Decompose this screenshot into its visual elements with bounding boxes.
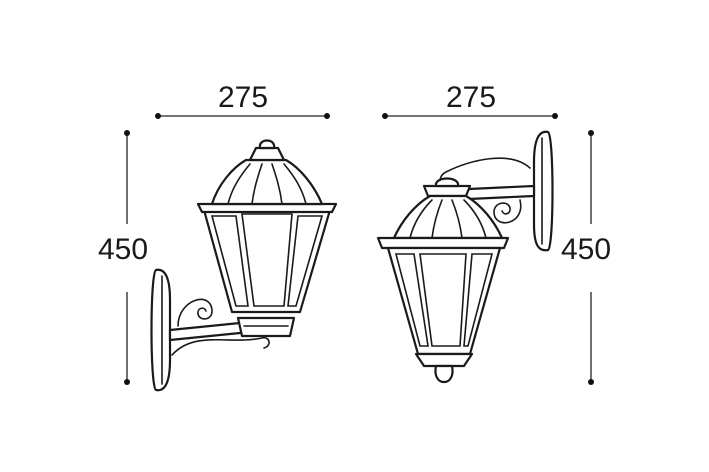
lantern-rim [196,202,338,214]
arm-curl-lower [171,336,270,356]
roof-rib [431,199,443,239]
roof-rib [451,199,463,239]
glass-panel [241,213,293,307]
hanger-collar [422,184,472,198]
roof-rib [463,199,487,239]
height-dimension-end [124,130,130,136]
roof-rib [409,199,433,239]
glass-panel [287,215,324,307]
glass-panel [394,253,429,347]
arm-scroll [177,298,213,327]
lantern-rim [376,236,510,250]
lantern-roof [210,158,324,206]
glass-panel [463,253,494,347]
downlight-lantern [376,130,554,384]
width-dimension-end [324,113,330,119]
width-dimension-end [155,113,161,119]
wall-plate [532,130,554,252]
wall-plate [150,268,172,392]
lantern-roof [392,194,504,240]
uplight-height-label: 450 [98,233,148,266]
width-dimension-end [382,113,388,119]
roof-rib [283,163,307,205]
glass-panel [419,253,467,347]
height-dimension-end [124,379,130,385]
height-dimension-end [588,130,594,136]
arm-scroll [493,199,522,224]
roof-rib [271,163,283,205]
downlight-height-dimension: 450 [561,130,611,385]
roof-rib [227,163,251,205]
uplight-width-dimension: 275 [155,81,330,119]
uplight-lantern [150,139,338,392]
lantern-base [236,316,296,338]
finial [258,139,276,150]
downlight-width-dimension: 275 [382,81,558,119]
uplight-width-label: 275 [218,81,268,114]
roof-top [248,146,286,162]
hanger-knob [434,177,460,188]
width-dimension-end [552,113,558,119]
glass-panel [210,215,249,307]
roof-rib [251,163,263,205]
support-arm [168,320,252,342]
lantern-bottom [414,352,474,368]
downlight-height-label: 450 [561,233,611,266]
bottom-finial [434,364,454,384]
uplight-height-dimension: 450 [98,130,148,385]
downlight-width-label: 275 [446,81,496,114]
height-dimension-end [588,379,594,385]
